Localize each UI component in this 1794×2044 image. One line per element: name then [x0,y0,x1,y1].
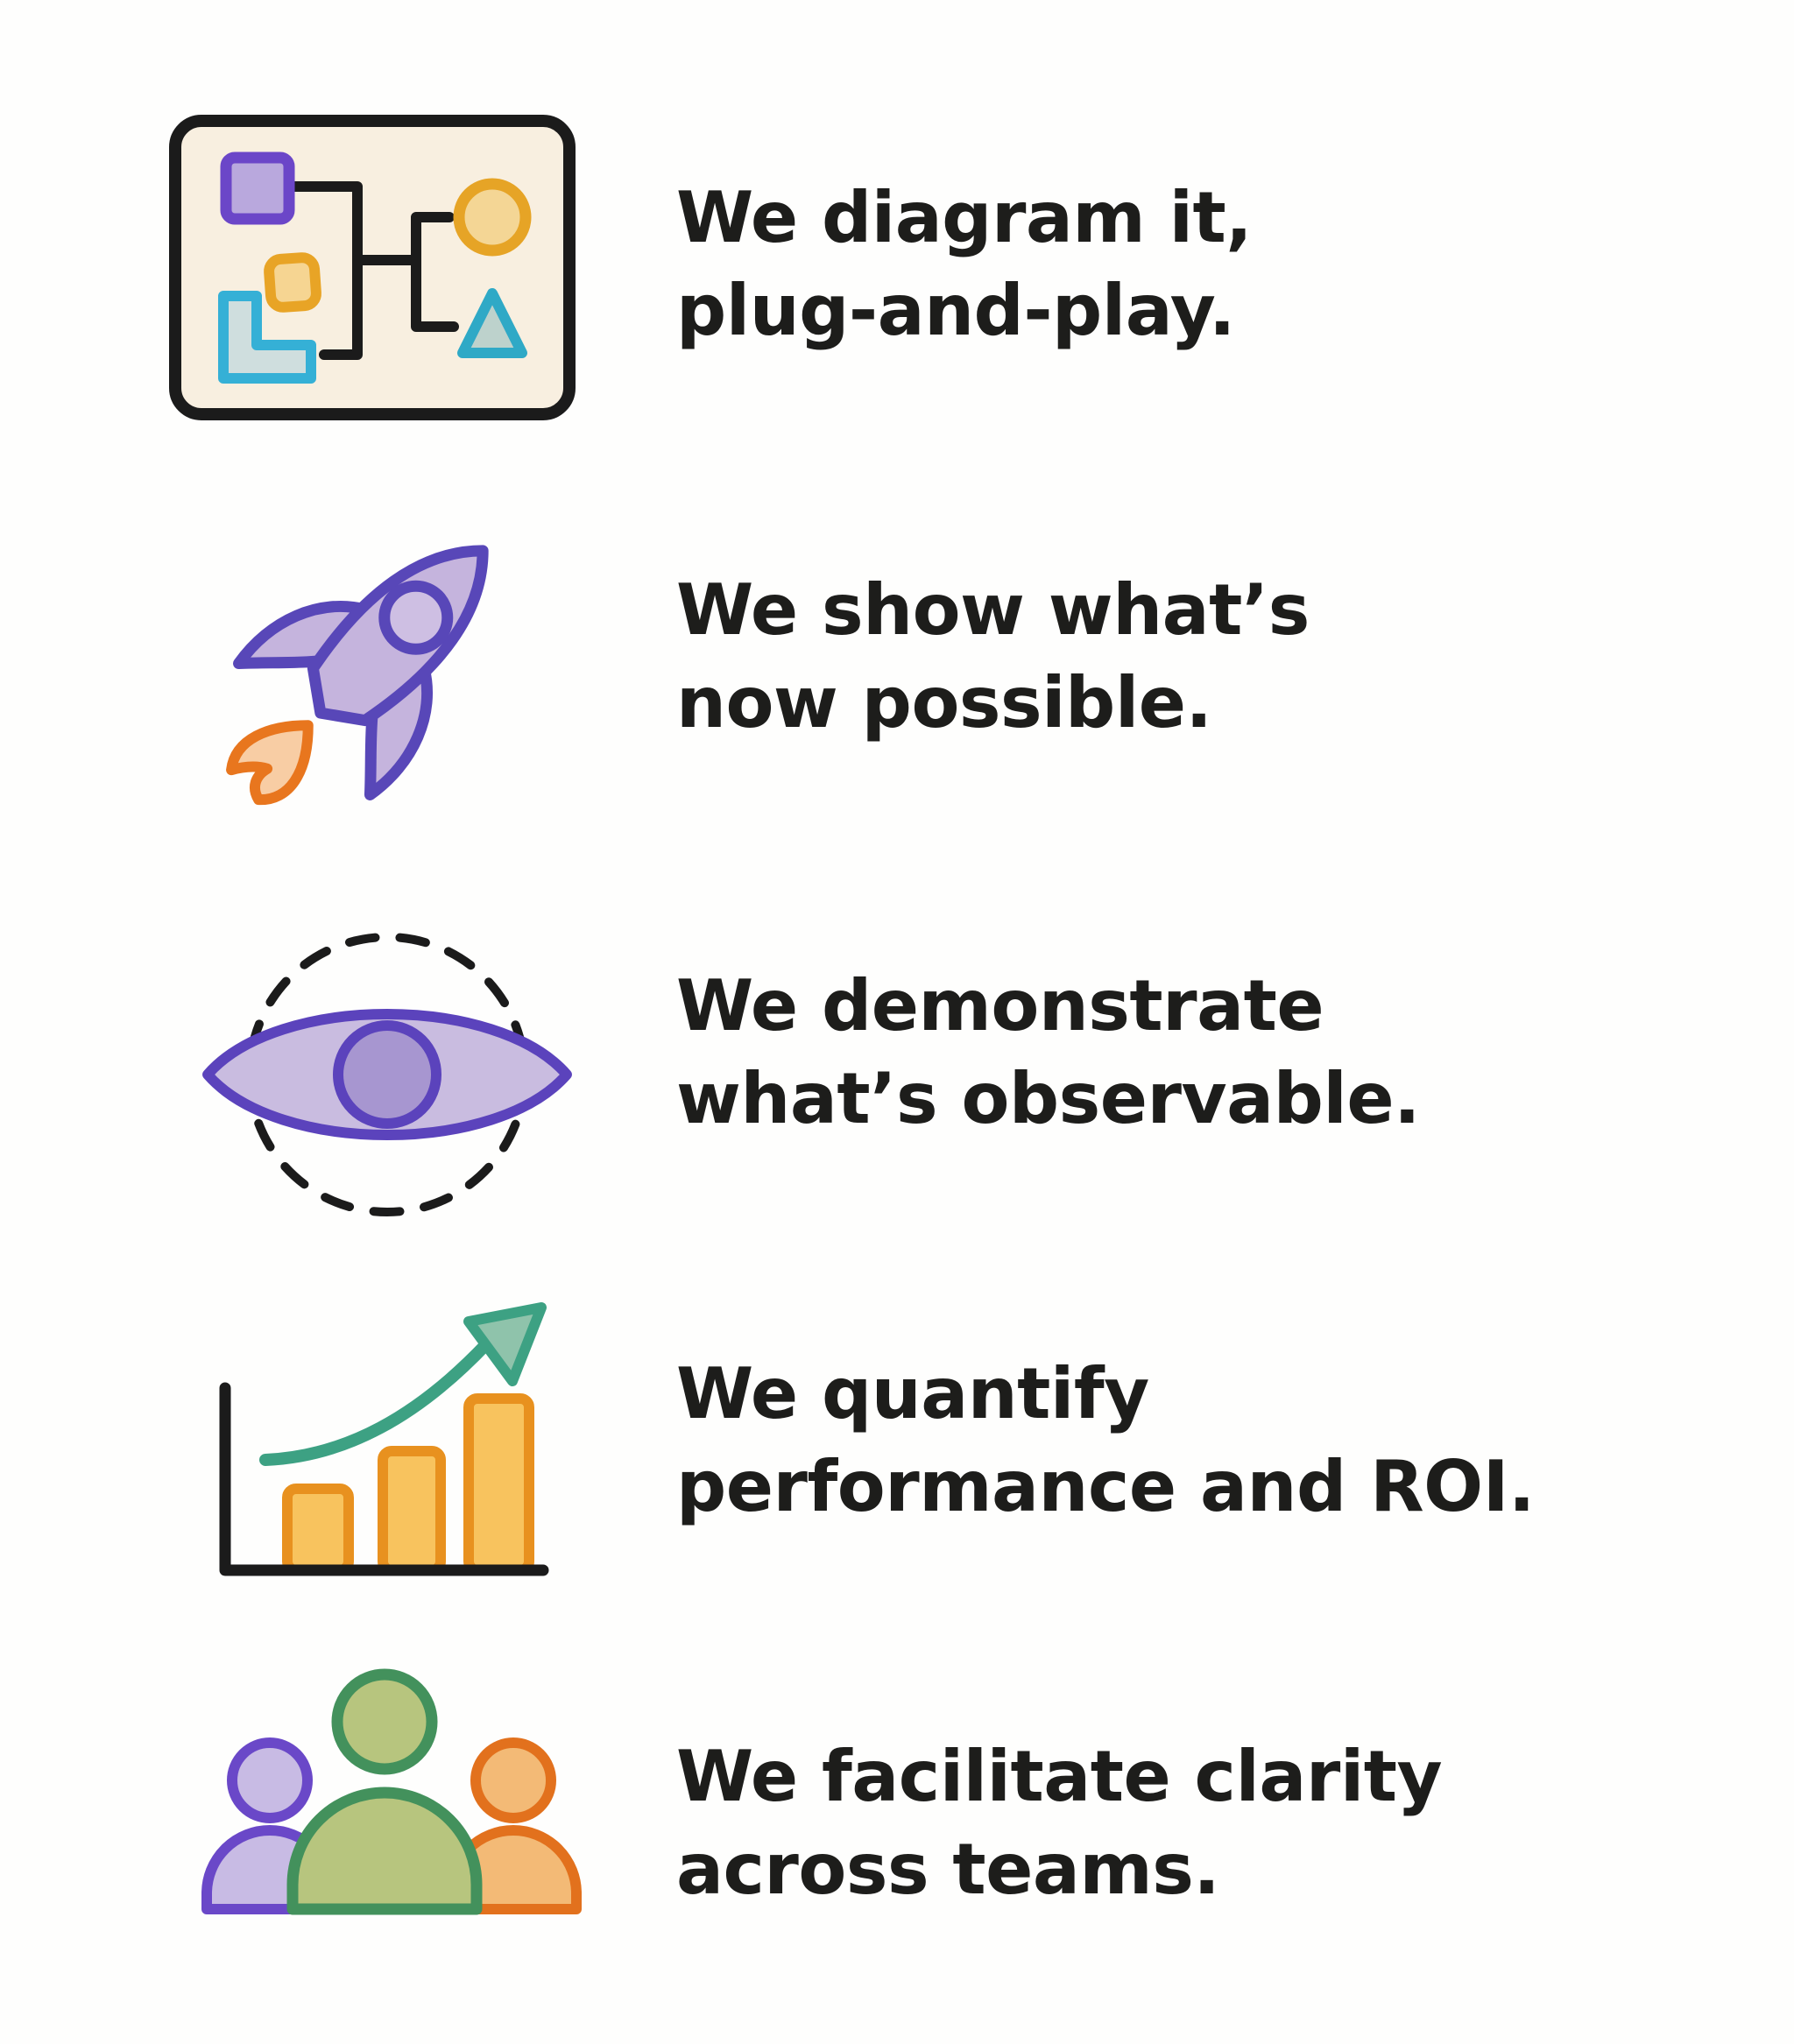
flowchart-icon-svg [169,115,576,420]
feature-line: now possible. [676,662,1212,744]
person-green-body [286,1787,483,1915]
rocket-icon [217,483,550,816]
feature-text-teams: We facilitate clarity across teams. [676,1730,1443,1916]
feature-line: We demonstrate [676,965,1324,1047]
connector-right [411,212,459,332]
eye-icon [194,913,580,1237]
feature-line: across teams. [676,1829,1220,1910]
rocket-fin-left [233,601,371,670]
feature-line: We quantify [676,1353,1149,1434]
teal-triangle [457,288,527,358]
feature-line: We facilitate clarity [676,1736,1443,1817]
person-orange-head [470,1737,556,1823]
trend-curve [259,1338,492,1466]
connector-left [284,181,363,360]
rocket-window [378,580,454,655]
feature-line: plug-and-play. [676,270,1235,351]
yellow-circle [453,178,532,257]
bar-small [282,1484,354,1575]
flowchart-icon [166,112,578,423]
bar-medium [378,1446,446,1575]
chart-axes [219,1382,549,1576]
feature-text-possible: We show what’s now possible. [676,564,1310,750]
eye-icon-svg [202,933,572,1216]
growth-chart-icon-svg [219,1302,549,1576]
feature-line: performance and ROI. [676,1446,1535,1527]
feature-text-observable: We demonstrate what’s observable. [676,960,1420,1145]
team-icon [200,1666,611,1921]
rocket-icon-svg [226,545,489,806]
rocket-flame [226,720,314,806]
person-green [286,1668,483,1915]
purple-square [220,152,295,225]
person-purple-head [227,1737,313,1823]
feature-text-diagram: We diagram it, plug-and-play. [676,172,1253,357]
team-icon-svg [201,1668,582,1915]
feature-line: We show what’s [676,569,1310,651]
feature-text-roi: We quantify performance and ROI. [676,1348,1535,1533]
yellow-small-square [264,252,321,313]
feature-line: what’s observable. [676,1058,1420,1139]
cyan-l-shape [218,291,316,384]
feature-line: We diagram it, [676,177,1253,258]
bar-large [463,1393,534,1575]
person-green-head [331,1668,438,1775]
arrowhead [463,1302,547,1386]
growth-chart-icon [206,1283,591,1598]
rocket-fin-right [364,662,433,800]
eye-pupil [333,1020,441,1129]
